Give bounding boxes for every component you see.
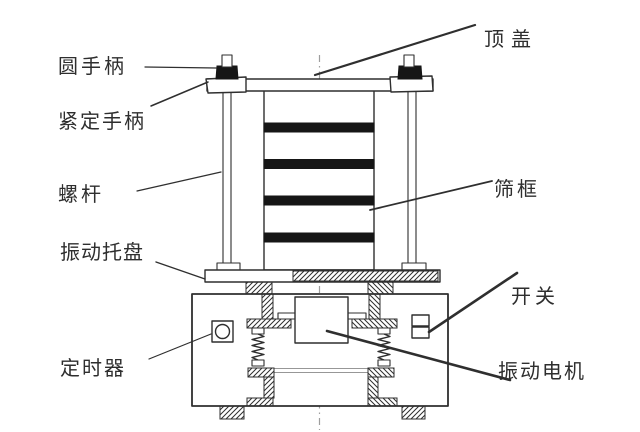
machine-feet: [219, 405, 426, 420]
spring-cap-bottom: [251, 359, 265, 367]
timer-dial: [211, 320, 234, 343]
label-locking-handle: 紧定手柄: [58, 110, 146, 133]
timer-knob: [214, 323, 231, 340]
leader-switch: [427, 271, 519, 334]
switch-button-top: [411, 314, 430, 327]
mount-base-pad-left: [246, 397, 274, 407]
mount-block-left: [245, 281, 273, 295]
mount-block-right: [367, 281, 394, 295]
switch-buttons: [411, 314, 430, 339]
round-handle-cap-right: [403, 54, 415, 68]
leader-vibration-motor: [325, 329, 512, 382]
foot-right: [401, 405, 426, 420]
sieve-mesh-bar-2: [263, 159, 375, 169]
mount-column-upper-right: [368, 293, 381, 320]
spring-flange-lower-right: [367, 367, 395, 378]
mount-column-upper-left: [261, 293, 274, 320]
spring-coil: [251, 333, 265, 361]
sieve-stack-body: [263, 89, 375, 271]
spring-left: [251, 327, 265, 367]
screw-rod-right: [407, 90, 417, 264]
vibration-motor-body: [294, 296, 349, 344]
label-screw-rod: 螺杆: [58, 183, 104, 206]
spring-flange-lower-left: [247, 367, 275, 378]
sieve-mesh-bar-4: [263, 232, 375, 243]
mount-column-lower-right: [367, 376, 379, 399]
mount-column-lower-left: [263, 376, 275, 399]
spring-flange-upper-right: [351, 318, 398, 329]
leader-top-cover: [313, 23, 477, 77]
leader-sieve-frame: [369, 180, 493, 211]
sieve-mesh-bar-1: [263, 122, 375, 133]
round-handle-knob-right: [397, 65, 423, 80]
leader-round-handle: [144, 66, 217, 69]
mount-base-pad-right: [367, 397, 398, 407]
screw-rod-left: [222, 90, 232, 264]
label-top-cover: 顶盖: [484, 28, 538, 51]
leader-locking-handle: [150, 81, 209, 107]
labels: 圆手柄 紧定手柄 螺杆 振动托盘 定时器 顶盖 筛框 开关 振动电机: [58, 28, 586, 383]
vibration-tray: [204, 269, 441, 283]
spring-cap-bottom: [377, 359, 391, 367]
spring-flange-upper-left: [246, 318, 292, 329]
top-cover-assembly: [205, 54, 434, 94]
leader-screw-rod: [136, 171, 222, 192]
leader-timer: [148, 333, 212, 360]
leader-vibration-tray: [155, 261, 206, 280]
sieve-stack: [263, 89, 375, 271]
switch-button-bottom: [411, 326, 430, 339]
label-timer: 定时器: [60, 357, 126, 380]
tray-hatched-section: [292, 270, 439, 282]
label-vibration-tray: 振动托盘: [60, 241, 144, 264]
label-switch: 开关: [511, 285, 559, 308]
label-vibration-motor: 振动电机: [498, 360, 586, 383]
spring-cap-top: [377, 327, 391, 335]
sieve-mesh-bar-3: [263, 195, 375, 206]
spring-cap-top: [251, 327, 265, 335]
leader-lines: [136, 23, 519, 382]
round-handle-cap-left: [221, 54, 233, 68]
foot-left: [219, 405, 245, 420]
label-sieve-frame: 筛框: [494, 178, 540, 201]
round-handle-knob-left: [215, 65, 239, 80]
label-round-handle: 圆手柄: [58, 55, 127, 78]
